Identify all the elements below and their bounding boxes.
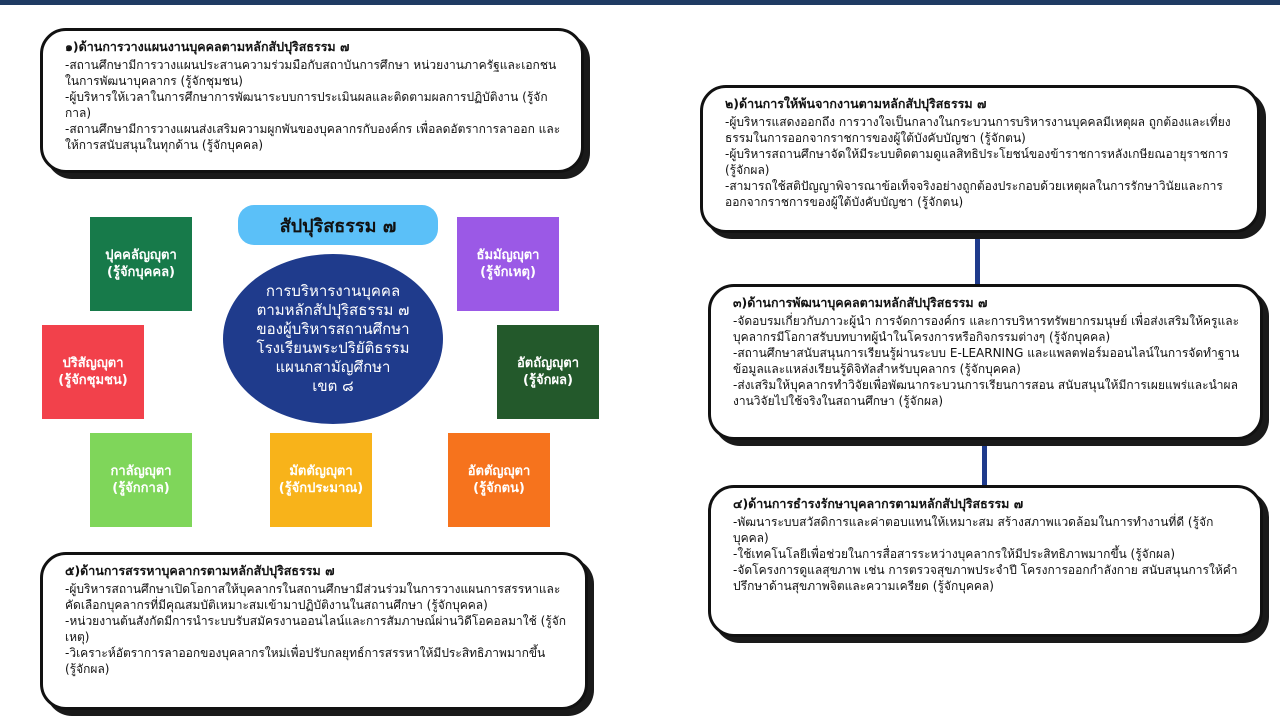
card-title: ๒)ด้านการให้พ้นจากงานตามหลักสัปปุริสธรรม… (725, 96, 987, 111)
center-badge: สัปปุริสธรรม ๗ (238, 205, 438, 245)
principle-sub: (รู้จักชุมชน) (58, 373, 128, 388)
card-retention: ๔)ด้านการธำรงรักษาบุคลากรตามหลักสัปปุริส… (708, 485, 1263, 637)
card-title: ๓)ด้านการพัฒนาบุคคลตามหลักสัปปุริสธรรม ๗ (733, 295, 988, 310)
card-item: -วิเคราะห์อัตราการลาออกของบุคลากรใหม่เพื… (65, 646, 546, 676)
card-item: -หน่วยงานต้นสังกัดมีการนำระบบรับสมัครงาน… (65, 614, 566, 644)
card-recruitment: ๕)ด้านการสรรหาบุคลากรตามหลักสัปปุริสธรรม… (40, 552, 588, 710)
principle-sub: (รู้จักผล) (523, 373, 573, 388)
principle-name: ปุคคลัญญุตา (105, 248, 177, 263)
principle-atta: อัตตัญญุตา (รู้จักตน) (448, 433, 550, 527)
card-item: -ส่งเสริมให้บุคลากรทำวิจัยเพื่อพัฒนากระบ… (733, 378, 1238, 408)
principle-sub: (รู้จักกาล) (112, 481, 170, 496)
center-line: แผนกสามัญศึกษา (275, 358, 391, 376)
card-title: ๑)ด้านการวางแผนงานบุคคลตามหลักสัปปุริสธร… (65, 39, 350, 54)
card-item: -ผู้บริหารแสดงออกถึง การวางใจเป็นกลางในก… (725, 115, 1231, 145)
principle-name: ธัมมัญญุตา (476, 248, 540, 263)
principle-name: อัตถัญญุตา (516, 356, 580, 371)
card-item: -ผู้บริหารสถานศึกษาจัดให้มีระบบติดตามดูแ… (725, 147, 1229, 177)
center-line: การบริหารงานบุคคล (265, 282, 401, 300)
principle-kala: กาลัญญุตา (รู้จักกาล) (90, 433, 192, 527)
card-item: -ผู้บริหารสถานศึกษาเปิดโอกาสให้บุคลากรใน… (65, 582, 561, 612)
principle-sub: (รู้จักบุคคล) (107, 265, 175, 280)
card-item: -สถานศึกษามีการวางแผนส่งเสริมความผูกพันข… (65, 122, 561, 152)
card-termination: ๒)ด้านการให้พ้นจากงานตามหลักสัปปุริสธรรม… (700, 85, 1260, 233)
card-planning: ๑)ด้านการวางแผนงานบุคคลตามหลักสัปปุริสธร… (40, 28, 584, 173)
principle-sub: (รู้จักเหตุ) (480, 265, 536, 280)
card-item: -พัฒนาระบบสวัสดิการและค่าตอบแทนให้เหมาะส… (733, 515, 1214, 545)
card-title: ๕)ด้านการสรรหาบุคลากรตามหลักสัปปุริสธรรม… (65, 563, 335, 578)
card-item: -สถานศึกษาสนับสนุนการเรียนรู้ผ่านระบบ E-… (733, 346, 1240, 376)
connector-3-4 (982, 438, 987, 486)
card-item: -จัดอบรมเกี่ยวกับภาวะผู้นำ การจัดการองค์… (733, 314, 1240, 344)
principle-attha: อัตถัญญุตา (รู้จักผล) (497, 325, 599, 419)
card-item: -ผู้บริหารให้เวลาในการศึกษาการพัฒนาระบบก… (65, 90, 548, 120)
principle-sub: (รู้จักตน) (473, 481, 525, 496)
card-item: -ใช้เทคโนโลยีเพื่อช่วยในการสื่อสารระหว่า… (733, 547, 1176, 561)
principle-name: มัตตัญญุตา (289, 464, 353, 479)
principle-name: กาลัญญุตา (110, 464, 172, 479)
card-item: -สถานศึกษามีการวางแผนประสานความร่วมมือกั… (65, 58, 557, 88)
center-circle: การบริหารงานบุคคล ตามหลักสัปปุริสธรรม ๗ … (223, 254, 443, 424)
center-line: ตามหลักสัปปุริสธรรม ๗ (256, 301, 410, 319)
card-item: -จัดโครงการดูแลสุขภาพ เช่น การตรวจสุขภาพ… (733, 563, 1238, 593)
card-item: -สามารถใช้สติปัญญาพิจารณาข้อเท็จจริงอย่า… (725, 179, 1223, 209)
principle-sub: (รู้จักประมาณ) (278, 481, 364, 496)
principle-puggala: ปุคคลัญญุตา (รู้จักบุคคล) (90, 217, 192, 311)
principle-name: ปริสัญญุตา (62, 356, 124, 371)
principle-dhamma: ธัมมัญญุตา (รู้จักเหตุ) (457, 217, 559, 311)
principle-parisa: ปริสัญญุตา (รู้จักชุมชน) (42, 325, 144, 419)
connector-2-3 (975, 232, 980, 287)
principle-matta: มัตตัญญุตา (รู้จักประมาณ) (270, 433, 372, 527)
card-title: ๔)ด้านการธำรงรักษาบุคลากรตามหลักสัปปุริส… (733, 496, 1024, 511)
center-line: โรงเรียนพระปริยัติธรรม (256, 339, 410, 357)
center-line: ของผู้บริหารสถานศึกษา (256, 320, 410, 338)
card-development: ๓)ด้านการพัฒนาบุคคลตามหลักสัปปุริสธรรม ๗… (708, 284, 1263, 440)
top-accent-bar (0, 0, 1280, 5)
center-line: เขต ๘ (312, 377, 354, 395)
principle-name: อัตตัญญุตา (467, 464, 531, 479)
